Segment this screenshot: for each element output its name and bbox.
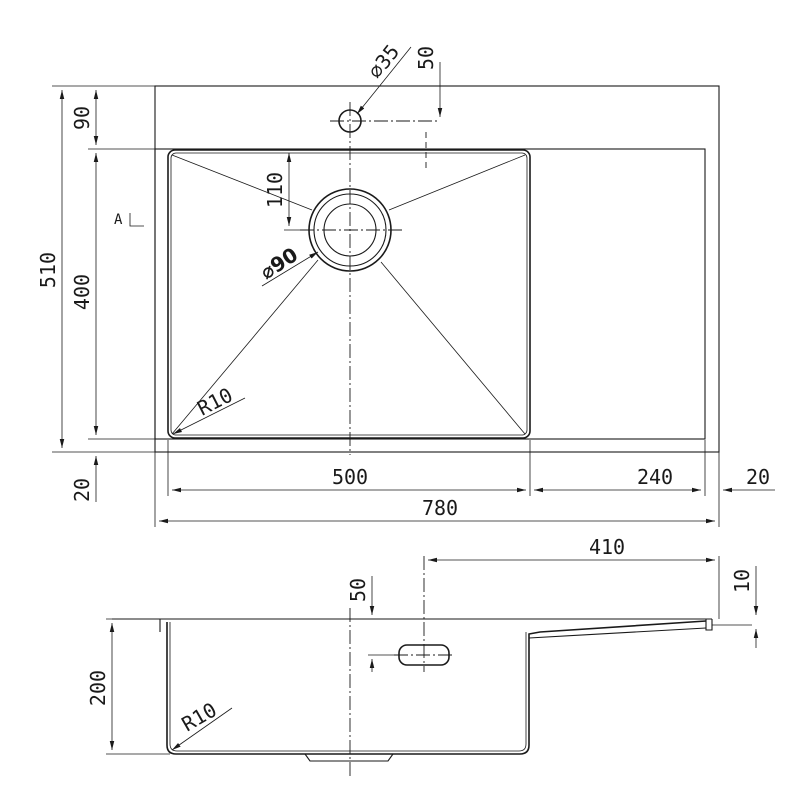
dim-overall-width: 780 [422,496,458,520]
dim-right-margin: 20 [746,465,770,489]
sink-plate-outline [154,85,720,453]
dim-overflow-length: 410 [589,535,625,559]
slope-line-bottom-left [171,259,319,435]
side-drain-outlet [304,753,394,762]
dim-bottom-margin: 20 [70,478,94,502]
slope-line-top-left [171,154,313,211]
leader-corner-radius [172,397,246,435]
dim-drain-diameter: ⌀90 [256,242,303,284]
side-right-end [705,619,713,631]
dim-top-margin: 90 [70,106,94,130]
dim-bowl-height: 400 [70,274,94,310]
dim-faucet-offset: 50 [414,46,438,70]
dim-overall-height: 510 [36,252,60,288]
slope-line-bottom-right [380,261,526,435]
side-bowl-profile [166,620,707,755]
dim-drainboard-width: 240 [637,465,673,489]
side-drainboard-underside [528,627,707,639]
bowl-outline [167,149,531,439]
dim-corner-radius: R10 [193,383,236,421]
section-marker-symbol [129,213,144,227]
leader-side-corner-radius [171,707,233,751]
dim-side-corner-radius: R10 [178,697,221,736]
dim-bowl-width: 500 [332,465,368,489]
sink-rim-outline [154,148,706,440]
section-marker-label: A [114,212,123,228]
side-bowl-inner [169,622,527,752]
dim-overflow-offset: 50 [346,578,370,602]
dim-drain-offset: 110 [263,172,287,208]
leader-drain [261,251,319,287]
bowl-inner-outline [170,152,528,436]
top-view: A 510 90 400 20 110 ⌀35 50 [36,40,775,527]
leader-faucet-hole [356,46,412,115]
slope-line-top-right [388,154,526,211]
side-view: 410 10 50 200 R10 [86,535,759,778]
dim-rim-height: 10 [730,569,754,593]
dim-faucet-hole: ⌀35 [363,40,404,83]
dim-bowl-depth: 200 [86,670,110,706]
